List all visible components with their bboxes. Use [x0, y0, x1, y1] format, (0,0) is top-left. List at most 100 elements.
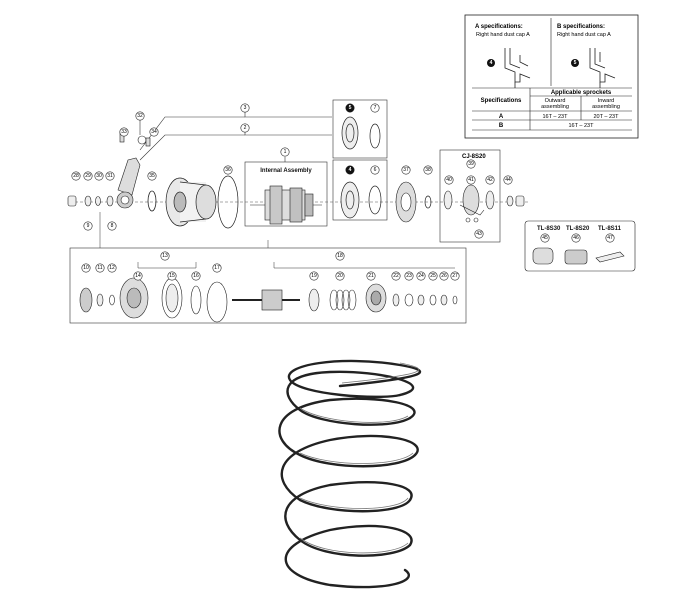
callout-7: 7 — [370, 103, 380, 113]
enlarged-spring-inner — [299, 362, 420, 554]
callout-16: 16 — [191, 271, 201, 281]
callout-tool-47: 47 — [605, 233, 615, 243]
cassette-joint-arm — [116, 131, 151, 209]
svg-text:19: 19 — [311, 273, 317, 279]
svg-text:39: 39 — [468, 161, 474, 167]
callout-32: 32 — [135, 111, 145, 121]
callout-44: 44 — [503, 175, 513, 185]
dust-cap-a-icon — [504, 48, 531, 88]
callout-24: 24 — [416, 271, 426, 281]
svg-text:23: 23 — [406, 273, 412, 279]
svg-text:41: 41 — [468, 177, 474, 183]
enlarged-spring — [278, 359, 422, 589]
left-nuts — [67, 195, 114, 207]
callout-23: 23 — [404, 271, 414, 281]
table-row-a-inward: 20T – 23T — [594, 114, 620, 120]
part-36-ring — [217, 175, 239, 229]
svg-text:44: 44 — [505, 177, 511, 183]
svg-text:27: 27 — [452, 273, 458, 279]
svg-text:24: 24 — [418, 273, 424, 279]
svg-text:47: 47 — [607, 235, 613, 241]
callout-4-spec-a — [487, 59, 495, 67]
svg-text:34: 34 — [151, 129, 157, 135]
callout-41: 41 — [466, 175, 476, 185]
spec-box: A specifications: Right hand dust cap A … — [464, 14, 639, 139]
table-row-a-label: A — [499, 114, 504, 120]
callout-35: 35 — [147, 171, 157, 181]
callout-12: 12 — [107, 263, 117, 273]
tool-tl-8s20-label: TL-8S20 — [566, 226, 590, 232]
callout-11: 11 — [95, 263, 105, 273]
svg-text:3: 3 — [244, 105, 247, 111]
callout-13: 13 — [160, 251, 170, 261]
svg-text:10: 10 — [83, 265, 89, 271]
svg-text:37: 37 — [403, 167, 409, 173]
callout-1: 1 — [280, 147, 290, 157]
table-row-b-label: B — [499, 123, 504, 129]
callout-43: 43 — [474, 229, 484, 239]
callout-26: 26 — [439, 271, 449, 281]
dust-cap-b-icon — [589, 48, 616, 88]
callout-29: 29 — [83, 171, 93, 181]
svg-text:43: 43 — [476, 231, 482, 237]
svg-text:32: 32 — [137, 113, 143, 119]
svg-text:46: 46 — [573, 235, 579, 241]
svg-text:40: 40 — [446, 177, 452, 183]
row2-leaders — [99, 212, 455, 269]
table-col-inward: Inward — [598, 98, 615, 104]
svg-text:18: 18 — [337, 253, 343, 259]
dust-cap-4-6 — [340, 181, 382, 219]
svg-text:8: 8 — [111, 223, 114, 229]
callout-33: 33 — [119, 127, 129, 137]
sprocket-37 — [395, 181, 417, 223]
svg-text:45: 45 — [542, 235, 548, 241]
callout-8: 8 — [107, 221, 117, 231]
table-col-inward-2: assembling — [592, 104, 620, 110]
svg-text:35: 35 — [149, 173, 155, 179]
svg-text:28: 28 — [73, 173, 79, 179]
svg-text:4: 4 — [490, 60, 493, 66]
svg-text:30: 30 — [96, 173, 102, 179]
callout-40: 40 — [444, 175, 454, 185]
callout-22: 22 — [391, 271, 401, 281]
table-col-outward: Outward — [545, 98, 566, 104]
svg-text:33: 33 — [121, 129, 127, 135]
svg-text:29: 29 — [85, 173, 91, 179]
callout-34: 34 — [149, 127, 159, 137]
tool-tl-8s11-label: TL-8S11 — [598, 226, 622, 232]
callout-18: 18 — [335, 251, 345, 261]
callout-20: 20 — [335, 271, 345, 281]
callout-27: 27 — [450, 271, 460, 281]
spec-a-subtitle: Right hand dust cap A — [476, 32, 530, 38]
svg-text:22: 22 — [393, 273, 399, 279]
callout-6: 6 — [370, 165, 380, 175]
callout-tool-45: 45 — [540, 233, 550, 243]
hub-shell — [165, 177, 217, 227]
callout-25: 25 — [428, 271, 438, 281]
svg-text:31: 31 — [107, 173, 113, 179]
callout-21: 21 — [366, 271, 376, 281]
table-header-applicable: Applicable sprockets — [551, 90, 612, 96]
tool-tl-8s30-icon — [532, 247, 554, 265]
callout-2: 2 — [240, 123, 250, 133]
callout-3: 3 — [240, 103, 250, 113]
dust-cap-5-7 — [341, 116, 381, 150]
svg-text:14: 14 — [135, 273, 141, 279]
part-38-ring — [424, 195, 432, 209]
callout-9: 9 — [83, 221, 93, 231]
svg-text:5: 5 — [349, 105, 352, 111]
callout-5: 5 — [345, 103, 355, 113]
table-header-specifications: Specifications — [481, 98, 522, 104]
svg-text:36: 36 — [225, 167, 231, 173]
callout-17: 17 — [212, 263, 222, 273]
callout-tool-46: 46 — [571, 233, 581, 243]
callout-28: 28 — [71, 171, 81, 181]
svg-text:7: 7 — [374, 105, 377, 111]
spec-b-title: B specifications: — [557, 24, 605, 30]
table-col-outward-2: assembling — [541, 104, 569, 110]
callout-14: 14 — [133, 271, 143, 281]
tool-tl-8s20-icon — [564, 249, 588, 265]
svg-text:9: 9 — [87, 223, 90, 229]
